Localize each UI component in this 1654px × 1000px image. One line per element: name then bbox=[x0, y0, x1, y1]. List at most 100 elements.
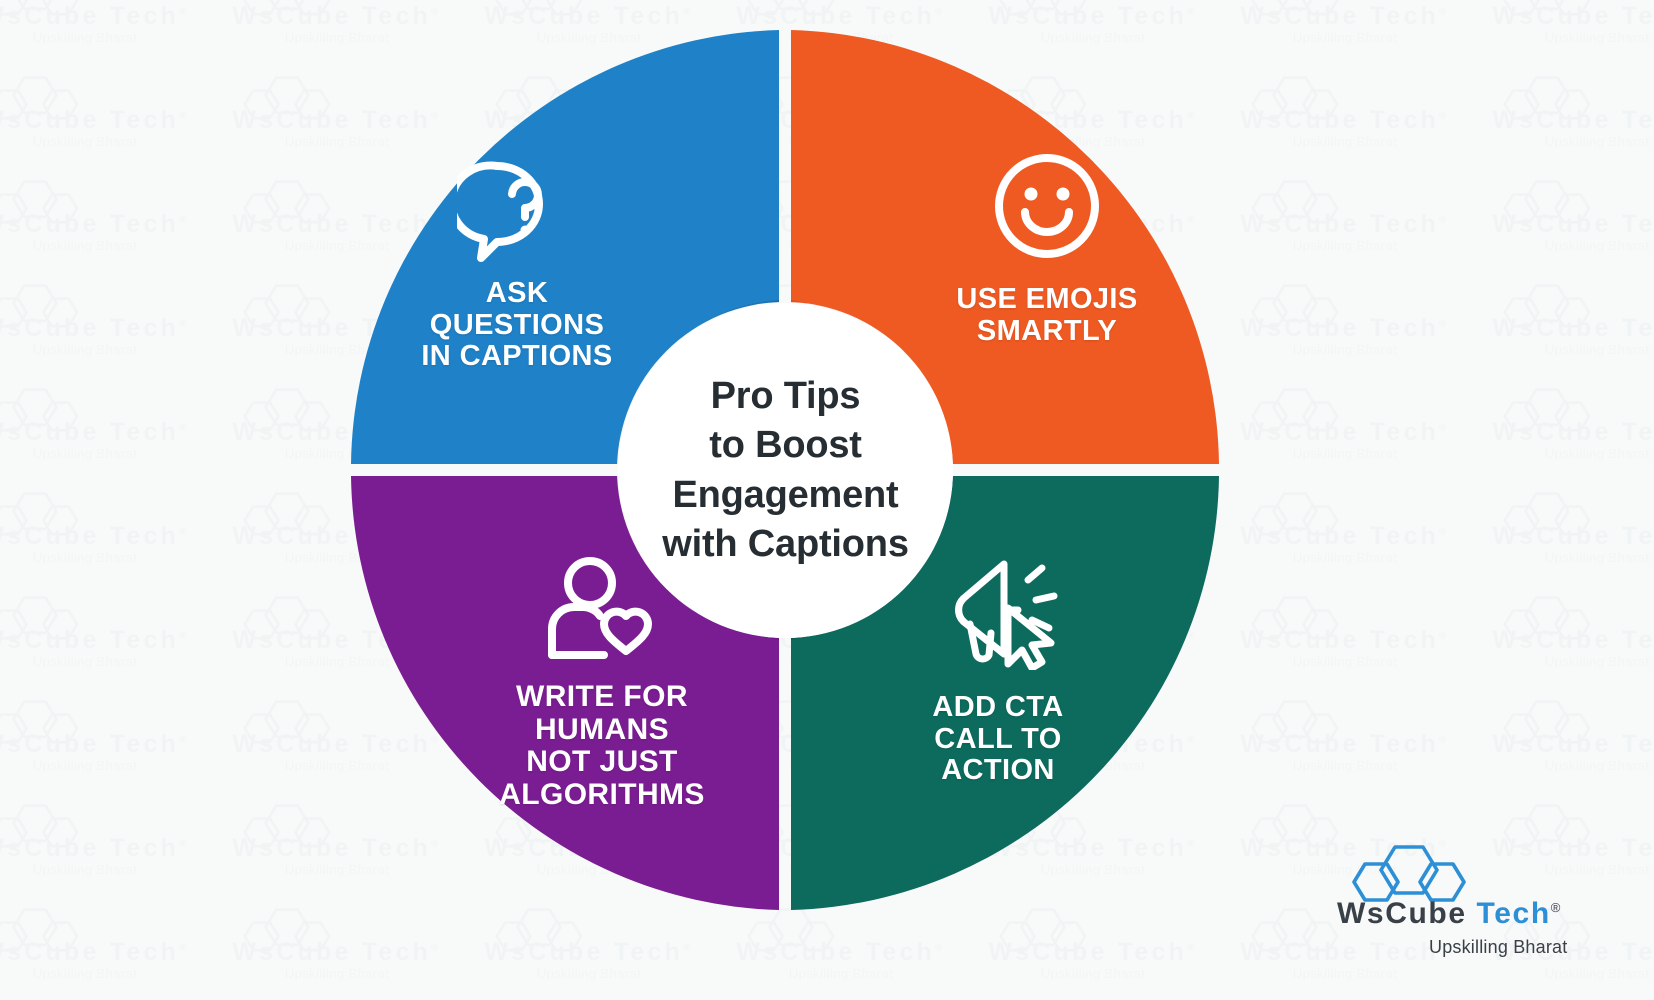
watermark-tagline: Upskilling Bharat bbox=[1040, 966, 1146, 981]
watermark-tile: WsCube Tech®Upskilling Bharat bbox=[1220, 492, 1470, 596]
watermark-tagline: Upskilling Bharat bbox=[1292, 342, 1398, 357]
watermark-tile: WsCube Tech®Upskilling Bharat bbox=[1472, 492, 1654, 596]
quadrant-top-left-label: ASK QUESTIONS IN CAPTIONS bbox=[421, 277, 613, 373]
watermark-tagline: Upskilling Bharat bbox=[536, 966, 642, 981]
watermark-name: WsCube Tech® bbox=[1492, 2, 1654, 30]
watermark-tile: WsCube Tech®Upskilling Bharat bbox=[0, 0, 210, 76]
quadrant-top-right[interactable]: USE EMOJIS SMARTLY bbox=[912, 150, 1182, 347]
watermark-tagline: Upskilling Bharat bbox=[1292, 758, 1398, 773]
watermark-tagline: Upskilling Bharat bbox=[1292, 238, 1398, 253]
quadrant-bottom-right-label: ADD CTA CALL TO ACTION bbox=[932, 691, 1064, 787]
watermark-tagline: Upskilling Bharat bbox=[32, 550, 138, 565]
watermark-tagline: Upskilling Bharat bbox=[1292, 30, 1398, 45]
watermark-tile: WsCube Tech®Upskilling Bharat bbox=[1472, 0, 1654, 76]
watermark-tile: WsCube Tech®Upskilling Bharat bbox=[0, 284, 210, 388]
watermark-name: WsCube Tech® bbox=[0, 106, 190, 134]
quadrant-bottom-left-label: WRITE FOR HUMANS NOT JUST ALGORITHMS bbox=[499, 680, 705, 812]
watermark-name: WsCube Tech® bbox=[988, 938, 1198, 966]
watermark-tagline: Upskilling Bharat bbox=[1544, 238, 1650, 253]
watermark-tile: WsCube Tech®Upskilling Bharat bbox=[0, 76, 210, 180]
watermark-tagline: Upskilling Bharat bbox=[1544, 654, 1650, 669]
watermark-name: WsCube Tech® bbox=[0, 210, 190, 238]
watermark-tile: WsCube Tech®Upskilling Bharat bbox=[1220, 388, 1470, 492]
watermark-name: WsCube Tech® bbox=[0, 834, 190, 862]
watermark-name: WsCube Tech® bbox=[0, 938, 190, 966]
watermark-tile: WsCube Tech®Upskilling Bharat bbox=[1220, 76, 1470, 180]
watermark-tile: WsCube Tech®Upskilling Bharat bbox=[0, 388, 210, 492]
watermark-name: WsCube Tech® bbox=[1240, 730, 1450, 758]
watermark-name: WsCube Tech® bbox=[0, 522, 190, 550]
registered-mark-icon: ® bbox=[1550, 900, 1561, 915]
watermark-tagline: Upskilling Bharat bbox=[32, 966, 138, 981]
watermark-tagline: Upskilling Bharat bbox=[32, 30, 138, 45]
watermark-tagline: Upskilling Bharat bbox=[1544, 342, 1650, 357]
watermark-name: WsCube Tech® bbox=[1240, 2, 1450, 30]
brand-logo: WsCube Tech® Upskilling Bharat bbox=[1337, 845, 1637, 970]
watermark-tagline: Upskilling Bharat bbox=[32, 238, 138, 253]
center-hub: Pro Tips to Boost Engagement with Captio… bbox=[618, 303, 953, 638]
watermark-tagline: Upskilling Bharat bbox=[1544, 446, 1650, 461]
watermark-name: WsCube Tech® bbox=[1492, 418, 1654, 446]
watermark-tagline: Upskilling Bharat bbox=[1292, 134, 1398, 149]
watermark-tagline: Upskilling Bharat bbox=[1544, 30, 1650, 45]
quadrant-bottom-left[interactable]: WRITE FOR HUMANS NOT JUST ALGORITHMS bbox=[452, 555, 752, 812]
brand-tagline: Upskilling Bharat bbox=[1429, 937, 1568, 957]
watermark-name: WsCube Tech® bbox=[1240, 314, 1450, 342]
question-speech-bubble-icon bbox=[447, 150, 577, 262]
watermark-name: WsCube Tech® bbox=[1492, 522, 1654, 550]
watermark-tagline: Upskilling Bharat bbox=[1292, 446, 1398, 461]
watermark-name: WsCube Tech® bbox=[0, 730, 190, 758]
watermark-tagline: Upskilling Bharat bbox=[284, 966, 390, 981]
watermark-tile: WsCube Tech®Upskilling Bharat bbox=[1220, 596, 1470, 700]
watermark-tagline: Upskilling Bharat bbox=[32, 446, 138, 461]
watermark-tagline: Upskilling Bharat bbox=[32, 862, 138, 877]
watermark-tile: WsCube Tech®Upskilling Bharat bbox=[1220, 700, 1470, 804]
watermark-name: WsCube Tech® bbox=[0, 418, 190, 446]
brand-name-primary: WsCube bbox=[1337, 897, 1467, 930]
watermark-name: WsCube Tech® bbox=[0, 2, 190, 30]
watermark-tagline: Upskilling Bharat bbox=[32, 134, 138, 149]
watermark-name: WsCube Tech® bbox=[484, 938, 694, 966]
watermark-name: WsCube Tech® bbox=[1240, 522, 1450, 550]
person-heart-icon bbox=[540, 555, 664, 663]
watermark-name: WsCube Tech® bbox=[1240, 210, 1450, 238]
watermark-tagline: Upskilling Bharat bbox=[1292, 550, 1398, 565]
watermark-tile: WsCube Tech®Upskilling Bharat bbox=[1472, 388, 1654, 492]
watermark-name: WsCube Tech® bbox=[1240, 418, 1450, 446]
hexagon-logo-icon bbox=[1352, 845, 1466, 902]
watermark-tagline: Upskilling Bharat bbox=[32, 758, 138, 773]
watermark-tile: WsCube Tech®Upskilling Bharat bbox=[1472, 596, 1654, 700]
watermark-name: WsCube Tech® bbox=[1240, 626, 1450, 654]
watermark-tile: WsCube Tech®Upskilling Bharat bbox=[1472, 284, 1654, 388]
watermark-tile: WsCube Tech®Upskilling Bharat bbox=[0, 492, 210, 596]
watermark-tagline: Upskilling Bharat bbox=[1292, 654, 1398, 669]
quadrant-bottom-right[interactable]: ADD CTA CALL TO ACTION bbox=[868, 558, 1128, 787]
watermark-tagline: Upskilling Bharat bbox=[1544, 758, 1650, 773]
watermark-name: WsCube Tech® bbox=[1492, 626, 1654, 654]
smiley-face-icon bbox=[991, 150, 1103, 262]
watermark-tile: WsCube Tech®Upskilling Bharat bbox=[0, 804, 210, 908]
watermark-name: WsCube Tech® bbox=[232, 938, 442, 966]
watermark-tile: WsCube Tech®Upskilling Bharat bbox=[0, 700, 210, 804]
watermark-tile: WsCube Tech®Upskilling Bharat bbox=[0, 596, 210, 700]
watermark-name: WsCube Tech® bbox=[1492, 730, 1654, 758]
watermark-tile: WsCube Tech®Upskilling Bharat bbox=[1220, 0, 1470, 76]
watermark-tagline: Upskilling Bharat bbox=[1544, 550, 1650, 565]
brand-wordmark: WsCube Tech® bbox=[1337, 897, 1637, 931]
watermark-tagline: Upskilling Bharat bbox=[1544, 134, 1650, 149]
megaphone-cursor-icon bbox=[932, 558, 1064, 672]
watermark-tagline: Upskilling Bharat bbox=[788, 966, 894, 981]
watermark-name: WsCube Tech® bbox=[1492, 106, 1654, 134]
watermark-tile: WsCube Tech®Upskilling Bharat bbox=[0, 180, 210, 284]
watermark-name: WsCube Tech® bbox=[736, 938, 946, 966]
watermark-name: WsCube Tech® bbox=[1492, 210, 1654, 238]
watermark-tile: WsCube Tech®Upskilling Bharat bbox=[1472, 180, 1654, 284]
watermark-name: WsCube Tech® bbox=[0, 314, 190, 342]
watermark-tile: WsCube Tech®Upskilling Bharat bbox=[1472, 76, 1654, 180]
watermark-tile: WsCube Tech®Upskilling Bharat bbox=[1220, 284, 1470, 388]
watermark-name: WsCube Tech® bbox=[1240, 106, 1450, 134]
quadrant-top-right-label: USE EMOJIS SMARTLY bbox=[956, 283, 1138, 347]
quadrant-top-left[interactable]: ASK QUESTIONS IN CAPTIONS bbox=[382, 150, 652, 373]
watermark-name: WsCube Tech® bbox=[0, 626, 190, 654]
